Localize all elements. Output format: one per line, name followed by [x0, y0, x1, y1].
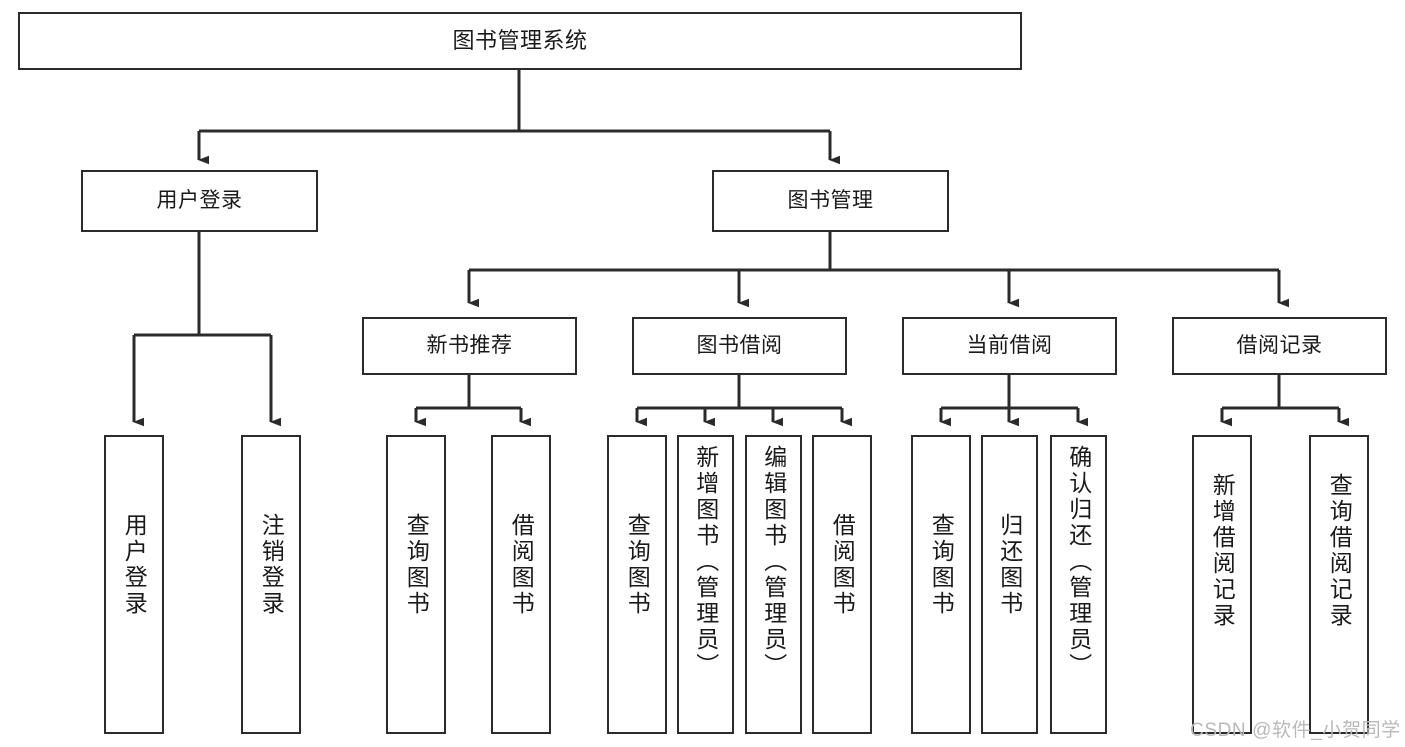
node-label: 注销登录	[258, 513, 285, 617]
node-label: 新增借阅记录	[1209, 473, 1236, 629]
node-label: 图书管理	[787, 188, 874, 212]
node-leaf-query-book-1[interactable]: 查询图书	[386, 435, 446, 734]
node-label: 查询借阅记录	[1326, 473, 1353, 629]
node-leaf-query-book-3[interactable]: 查询图书	[911, 435, 971, 734]
node-label: 用户登录	[156, 188, 243, 212]
node-label: 查询图书	[928, 513, 955, 617]
node-label: 确认归还（管理员）	[1065, 445, 1092, 679]
node-label: 借阅图书	[508, 513, 535, 617]
node-current-borrow[interactable]: 当前借阅	[902, 317, 1117, 375]
node-leaf-borrow-book-2[interactable]: 借阅图书	[812, 435, 872, 734]
node-borrow-record[interactable]: 借阅记录	[1172, 317, 1387, 375]
node-label: 用户登录	[121, 513, 148, 617]
node-leaf-confirm-return-admin[interactable]: 确认归还（管理员）	[1050, 435, 1107, 734]
node-label: 当前借阅	[966, 333, 1053, 357]
node-leaf-return-book[interactable]: 归还图书	[981, 435, 1038, 734]
node-label: 归还图书	[996, 513, 1023, 617]
node-book-borrow[interactable]: 图书借阅	[632, 317, 847, 375]
node-label: 新增图书（管理员）	[692, 445, 719, 679]
node-label: 新书推荐	[426, 333, 513, 357]
node-label: 图书借阅	[696, 333, 783, 357]
node-book-management[interactable]: 图书管理	[712, 170, 949, 232]
node-label: 查询图书	[403, 513, 430, 617]
node-leaf-user-login[interactable]: 用户登录	[104, 435, 164, 734]
node-leaf-query-book-2[interactable]: 查询图书	[607, 435, 667, 734]
node-label: 借阅记录	[1236, 333, 1323, 357]
node-new-book-recommend[interactable]: 新书推荐	[362, 317, 577, 375]
node-label: 图书管理系统	[452, 27, 588, 53]
node-label: 借阅图书	[829, 513, 856, 617]
node-leaf-add-borrow-record[interactable]: 新增借阅记录	[1192, 435, 1252, 734]
node-leaf-edit-book-admin[interactable]: 编辑图书（管理员）	[745, 435, 802, 734]
node-user-login[interactable]: 用户登录	[81, 170, 318, 232]
node-label: 查询图书	[624, 513, 651, 617]
node-book-management-system[interactable]: 图书管理系统	[18, 12, 1022, 70]
node-leaf-query-borrow-record[interactable]: 查询借阅记录	[1309, 435, 1369, 734]
node-leaf-add-book-admin[interactable]: 新增图书（管理员）	[677, 435, 734, 734]
node-label: 编辑图书（管理员）	[760, 445, 787, 679]
csdn-watermark: CSDN @软件_小贺同学	[1190, 720, 1401, 741]
node-leaf-logout[interactable]: 注销登录	[241, 435, 301, 734]
node-leaf-borrow-book-1[interactable]: 借阅图书	[491, 435, 551, 734]
